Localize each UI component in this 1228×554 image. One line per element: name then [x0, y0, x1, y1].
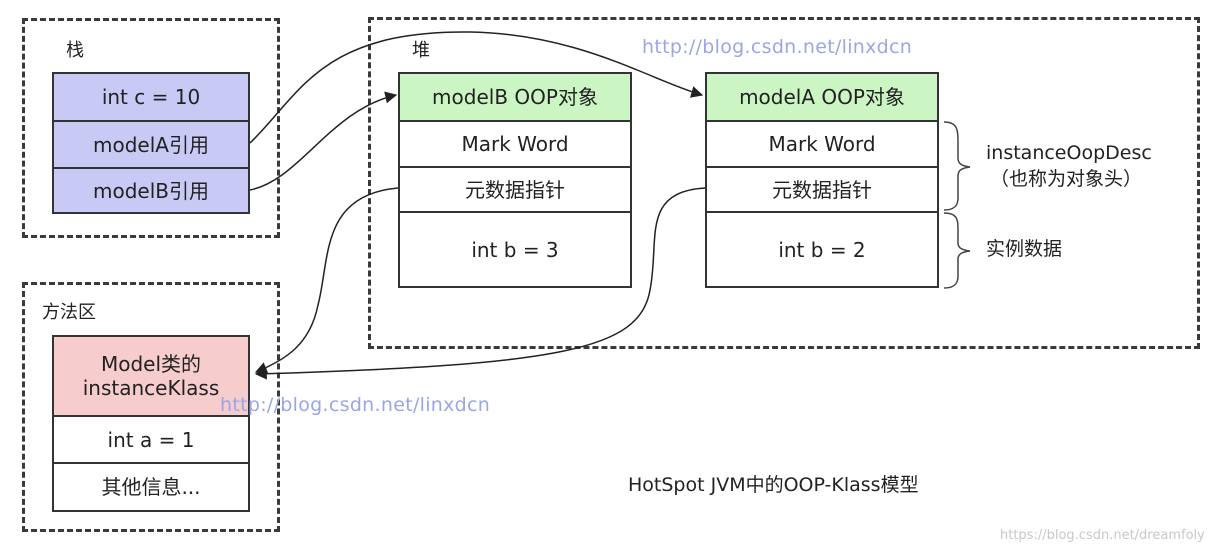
stack-cell-modelA-ref: modelA引用: [54, 122, 248, 169]
method-area-region: [22, 282, 280, 532]
stack-cell-int-c: int c = 10: [54, 74, 248, 122]
watermark-corner: https://blog.csdn.net/dreamfoly: [1000, 528, 1205, 543]
instance-oop-desc-text: instanceOopDesc: [986, 142, 1152, 164]
modelB-int-b: int b = 3: [471, 237, 559, 262]
stack-label: 栈: [66, 40, 84, 61]
arrow-modelA-ref: [249, 31, 704, 144]
modelB-oop-object: modelB OOP对象 Mark Word 元数据指针 int b = 3: [398, 72, 632, 288]
modelA-int-b: int b = 2: [778, 237, 866, 262]
diagram-caption: HotSpot JVM中的OOP-Klass模型: [628, 474, 919, 496]
watermark-middle: http://blog.csdn.net/linxdcn: [220, 394, 491, 416]
stack-region: [22, 18, 280, 238]
instance-klass-header: Model类的 instanceKlass: [54, 337, 248, 417]
arrow-modelB-ref: [249, 91, 398, 191]
arrow-modelB-metadata: [254, 187, 399, 374]
instance-klass: Model类的 instanceKlass int a = 1 其他信息...: [52, 335, 250, 512]
modelB-mark-word: Mark Word: [400, 122, 630, 168]
modelA-mark-word: Mark Word: [707, 122, 937, 168]
klass-other-info: 其他信息...: [101, 475, 201, 499]
modelA-metadata-pointer: 元数据指针: [707, 168, 937, 213]
modelB-oop-header: modelB OOP对象: [400, 74, 630, 122]
instance-data-label: 实例数据: [986, 238, 1063, 260]
modelA-oop-object: modelA OOP对象 Mark Word 元数据指针 int b = 2: [705, 72, 939, 288]
arrow-modelA-metadata: [254, 187, 706, 380]
modelA-oop-header: modelA OOP对象: [707, 74, 937, 122]
modelB-metadata-pointer: 元数据指针: [400, 168, 630, 213]
brace-instance-oop-desc: [943, 121, 971, 211]
heap-region: [368, 17, 1200, 349]
stack-frame: int c = 10 modelA引用 modelB引用: [52, 72, 250, 214]
brace-instance-data: [943, 212, 971, 289]
watermark-top: http://blog.csdn.net/linxdcn: [642, 36, 913, 58]
method-area-label: 方法区: [42, 302, 96, 323]
heap-label: 堆: [412, 40, 430, 61]
klass-int-a: int a = 1: [54, 417, 248, 464]
object-header-text: （也称为对象头）: [990, 168, 1143, 190]
instance-oop-desc-label: instanceOopDesc （也称为对象头）: [986, 140, 1152, 192]
stack-cell-modelB-ref: modelB引用: [54, 169, 248, 212]
